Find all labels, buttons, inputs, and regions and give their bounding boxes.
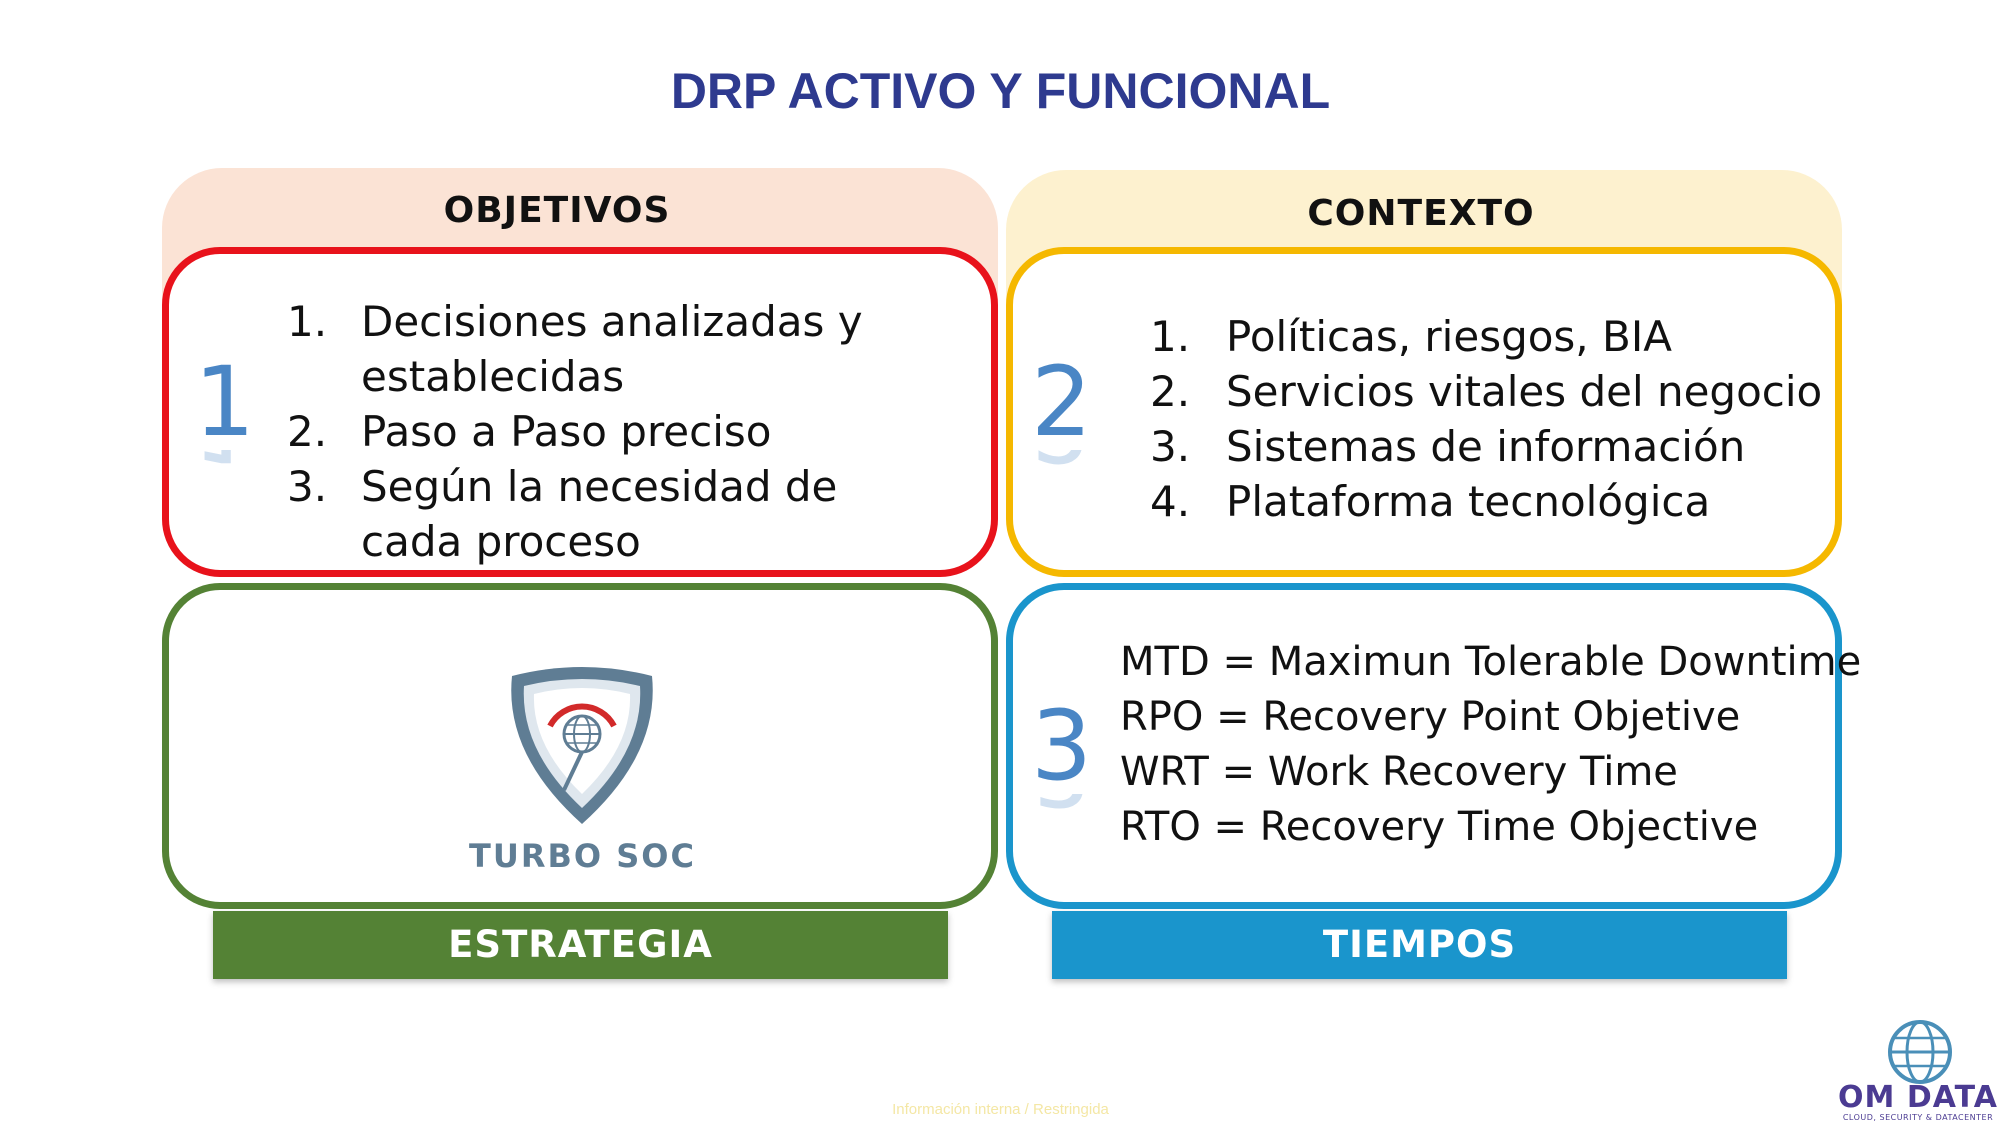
list-item: 3. Sistemas de información — [1150, 422, 1746, 471]
list-item: 2. Paso a Paso preciso — [287, 407, 772, 456]
classification-note: Información interna / Restringida — [892, 1101, 1109, 1118]
tiempos-box: 3 3 MTD = Maximun Tolerable Downtime RPO… — [1006, 583, 1861, 909]
contexto-label: CONTEXTO — [1307, 193, 1535, 234]
objetivos-list: 1. Decisiones analizadas y establecidas … — [287, 294, 927, 569]
list-item: WRT = Work Recovery Time — [1120, 749, 1678, 795]
page-title: DRP ACTIVO Y FUNCIONAL — [670, 63, 1331, 119]
tiempos-bar: TIEMPOS — [1052, 911, 1787, 979]
objetivos-label: OBJETIVOS — [443, 190, 671, 231]
list-item: 2. Servicios vitales del negocio — [1150, 367, 1823, 416]
contexto-list: 1. Políticas, riesgos, BIA 2. Servicios … — [1150, 309, 1830, 529]
contexto-number-reflection: 2 — [1031, 450, 1092, 474]
objetivos-number-reflection: 1 — [194, 450, 255, 474]
turbo-soc-logo-text: TURBO SOC — [469, 837, 696, 875]
list-item: MTD = Maximun Tolerable Downtime — [1120, 639, 1862, 685]
estrategia-bar: ESTRATEGIA — [213, 911, 948, 979]
om-data-brand-tagline: CLOUD, SECURITY & DATACENTER — [1842, 1113, 1994, 1122]
list-item: RTO = Recovery Time Objective — [1120, 804, 1759, 850]
list-item: 3. Según la necesidad de cada proceso — [287, 462, 838, 566]
list-item: 4. Plataforma tecnológica — [1150, 477, 1711, 526]
list-item: 1. Decisiones analizadas y establecidas — [287, 297, 863, 401]
list-item: 1. Políticas, riesgos, BIA — [1150, 312, 1672, 361]
contexto-box: 2 2 1. Políticas, riesgos, BIA 2. Servic… — [1006, 247, 1842, 577]
objetivos-box: 1 1 1. Decisiones analizadas y estableci… — [162, 247, 998, 577]
estrategia-label: ESTRATEGIA — [448, 923, 713, 966]
list-item: RPO = Recovery Point Objetive — [1120, 694, 1741, 740]
contexto-number: 2 2 — [1031, 354, 1092, 474]
tiempos-number-reflection: 3 — [1031, 794, 1092, 818]
estrategia-box — [162, 583, 998, 909]
tiempos-number: 3 3 — [1031, 698, 1092, 818]
objetivos-number: 1 1 — [194, 354, 255, 474]
shield-globe-icon — [511, 667, 653, 824]
tiempos-list: MTD = Maximun Tolerable Downtime RPO = R… — [1120, 635, 1861, 855]
globe-icon — [1888, 1020, 1952, 1084]
tiempos-label: TIEMPOS — [1322, 923, 1517, 966]
om-data-brand-name: OM DATA — [1838, 1080, 1998, 1115]
